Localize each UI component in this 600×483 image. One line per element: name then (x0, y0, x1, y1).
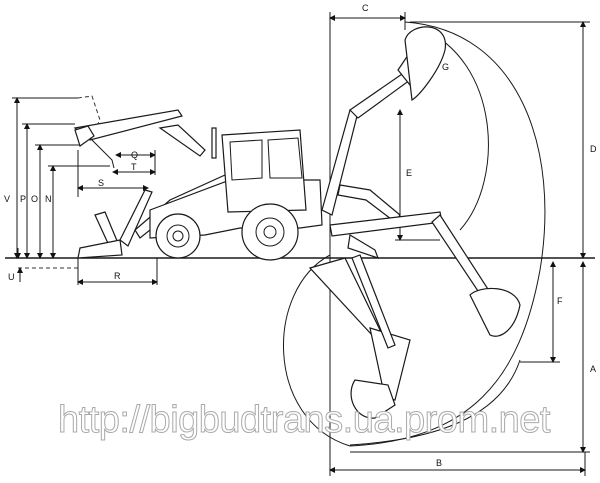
dim-label-s: S (98, 178, 104, 188)
dim-label-e: E (406, 168, 412, 178)
dim-label-q: Q (131, 150, 138, 160)
dim-label-c: C (362, 3, 369, 13)
left-dimensions (12, 97, 158, 285)
dim-label-o: O (31, 194, 38, 204)
dim-label-d: D (590, 144, 597, 154)
dimension-label-group: C G D E F A B V P O N U Q T S R (4, 3, 597, 468)
dim-label-n: N (45, 194, 52, 204)
rear-wheel (241, 203, 299, 261)
dim-label-u: U (8, 272, 15, 282)
dim-label-p: P (20, 194, 26, 204)
dim-label-t: T (131, 162, 137, 172)
front-wheel (155, 213, 201, 259)
backhoe-arm-raised (321, 26, 446, 223)
backhoe-arm-lowered (308, 254, 411, 419)
dim-label-b: B (436, 458, 442, 468)
watermark: http://bigbudtrans.ua.prom.net (58, 399, 551, 441)
reach-envelope (283, 21, 546, 447)
backhoe-arm-extended (329, 211, 521, 337)
dim-label-v: V (4, 194, 10, 204)
dim-label-a: A (590, 364, 596, 374)
dim-label-f: F (557, 296, 563, 306)
ground-line (5, 257, 595, 269)
dim-label-r: R (114, 271, 121, 281)
right-dimensions (329, 12, 590, 476)
dim-label-g: G (442, 62, 449, 72)
